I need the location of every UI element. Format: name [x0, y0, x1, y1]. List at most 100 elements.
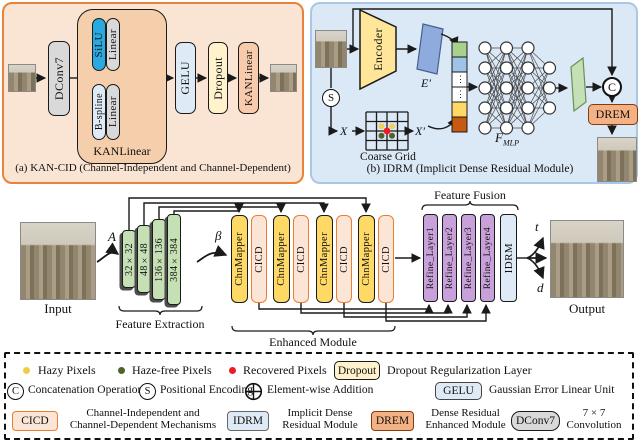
chnmapper-4-label: ChnMapper [361, 232, 372, 286]
refine-layer-2-label: Refine_Layer2 [444, 226, 455, 290]
legend-positional-letter: S [144, 386, 151, 397]
dconv7-label: DConv7 [51, 56, 66, 101]
hazy-pixels-label: Hazy Pixels [38, 363, 96, 377]
feature-bar-4-label: 384×384 [168, 237, 180, 282]
drem-desc-label: Dense Residual Enhanced Module [416, 407, 515, 432]
cicd-desc-line1: Channel-Independent and [86, 407, 200, 419]
chnmapper-4: ChnMapper [358, 215, 375, 303]
coarse-grid-label: Coarse Grid [360, 151, 416, 163]
gelu-desc-label: Gaussian Error Linear Unit [489, 384, 615, 396]
chnmapper-2: ChnMapper [273, 215, 290, 303]
drem-desc-line2: Enhanced Module [425, 419, 506, 432]
feature-bar-4: 384×384 [167, 214, 181, 305]
feature-bar-3: 136×136 [152, 219, 166, 300]
x-label: X [340, 124, 348, 138]
drem-block: DREM [588, 104, 638, 125]
encoder-label: Encoder [370, 27, 385, 71]
legend-drem-box-label: DREM [375, 415, 410, 427]
linear-top-block: Linear [106, 18, 120, 71]
t-label: t [535, 219, 539, 234]
stack-dots-2: ⋮ [456, 89, 465, 99]
feature-extraction-label: Feature Extraction [115, 317, 205, 331]
cicd-desc-line2: Channel-Dependent Mechanisms [69, 419, 217, 432]
legend-cicd-box-label: CICD [21, 415, 49, 427]
hazefree-pixels-label: Haze-free Pixels [132, 363, 212, 377]
positional-encoding-letter: S [327, 92, 335, 104]
encoder-label-box: Encoder [361, 12, 395, 86]
cicd-4-label: CICD [380, 245, 392, 273]
cicd-3: CICD [336, 215, 352, 303]
legend-dropout-box-label: Dropout [337, 364, 377, 377]
chnmapper-3: ChnMapper [316, 215, 333, 303]
legend-positional-icon: S [139, 383, 156, 400]
cicd-3-label: CICD [338, 245, 350, 273]
cicd-2: CICD [293, 215, 309, 303]
idrm-desc-line1: Implicit Dense [287, 407, 353, 419]
cicd-4: CICD [378, 215, 394, 303]
legend-box [4, 352, 634, 440]
idrm-bar-label: IDRM [502, 242, 515, 274]
panel-b-input-image [315, 30, 347, 68]
idrm-desc-line2: Residual Module [282, 419, 358, 432]
panel-a-caption: (a) KAN-CID (Channel-Independent and Cha… [15, 162, 291, 174]
kanlinear-block: KANLinear [238, 42, 259, 114]
chnmapper-3-label: ChnMapper [319, 232, 330, 286]
legend-concat-icon: C [7, 383, 24, 400]
dropout-label: Dropout [210, 56, 225, 100]
output-label: Output [568, 301, 606, 316]
f-mlp-f: F [495, 130, 503, 145]
element-wise-addition-icon [244, 382, 263, 401]
linear-top-label: Linear [107, 28, 119, 61]
legend-concat-letter: C [11, 386, 19, 397]
feature-bar-2-label: 48×48 [138, 242, 150, 276]
concat-symbol: C [602, 77, 622, 97]
refine-layer-3: Refine_Layer3 [461, 214, 476, 302]
refine-layer-2: Refine_Layer2 [442, 214, 457, 302]
input-image [20, 222, 96, 300]
panel-b-caption: (b) IDRM (Implicit Dense Residual Module… [366, 163, 574, 175]
cicd-2-label: CICD [295, 245, 307, 273]
e-prime-label: E′ [421, 76, 431, 90]
feature-bar-1: 32×32 [122, 230, 136, 288]
x-prime-label: X′ [415, 124, 425, 138]
panel-a-input-image [8, 64, 36, 92]
f-mlp-label: FMLP [495, 130, 519, 148]
addition-desc-label: Element-wise Addition [267, 384, 374, 396]
dropout-block: Dropout [208, 42, 228, 114]
beta-label: β [215, 228, 222, 243]
gelu-label: GELU [178, 61, 192, 95]
legend-dconv7-box-label: DConv7 [516, 415, 555, 427]
chnmapper-1-label: ChnMapper [234, 232, 245, 286]
concat-desc-label: Concatenation Operation [28, 384, 144, 396]
feature-bar-1-label: 32×32 [123, 242, 135, 276]
dconv7-desc-line2: Convolution [566, 419, 622, 432]
gelu-block: GELU [175, 42, 196, 114]
linear-bottom-block: Linear [106, 84, 120, 140]
cicd-desc-label: Channel-Independent and Channel-Dependen… [60, 407, 226, 432]
refine-layer-3-label: Refine_Layer3 [463, 226, 474, 290]
panel-b-output-image [597, 137, 637, 182]
hazy-pixel-dot [23, 367, 30, 374]
linear-bottom-label: Linear [107, 96, 119, 128]
feature-bar-3-label: 136×136 [153, 237, 165, 282]
drem-label: DREM [595, 107, 631, 121]
legend-drem-box: DREM [371, 411, 414, 431]
recovered-pixels-label: Recovered Pixels [243, 363, 327, 377]
bspline-block: B-spline [92, 84, 106, 140]
legend-dropout-box: Dropout [334, 361, 380, 380]
output-image [550, 220, 624, 298]
chnmapper-1: ChnMapper [231, 215, 248, 303]
legend-idrm-box: IDRM [227, 411, 269, 431]
feature-bar-2: 48×48 [137, 225, 151, 293]
input-label: Input [44, 301, 72, 316]
refine-layer-4: Refine_Layer4 [480, 214, 495, 302]
kanlinear-group-label: KANLinear [93, 144, 151, 158]
a-label: A [108, 229, 116, 244]
refine-layer-1: Refine_Layer1 [423, 214, 438, 302]
f-mlp-sub: MLP [502, 138, 519, 148]
refine-layer-4-label: Refine_Layer4 [482, 226, 493, 290]
feature-fusion-label: Feature Fusion [434, 188, 506, 202]
idrm-desc-label: Implicit Dense Residual Module [271, 407, 369, 432]
